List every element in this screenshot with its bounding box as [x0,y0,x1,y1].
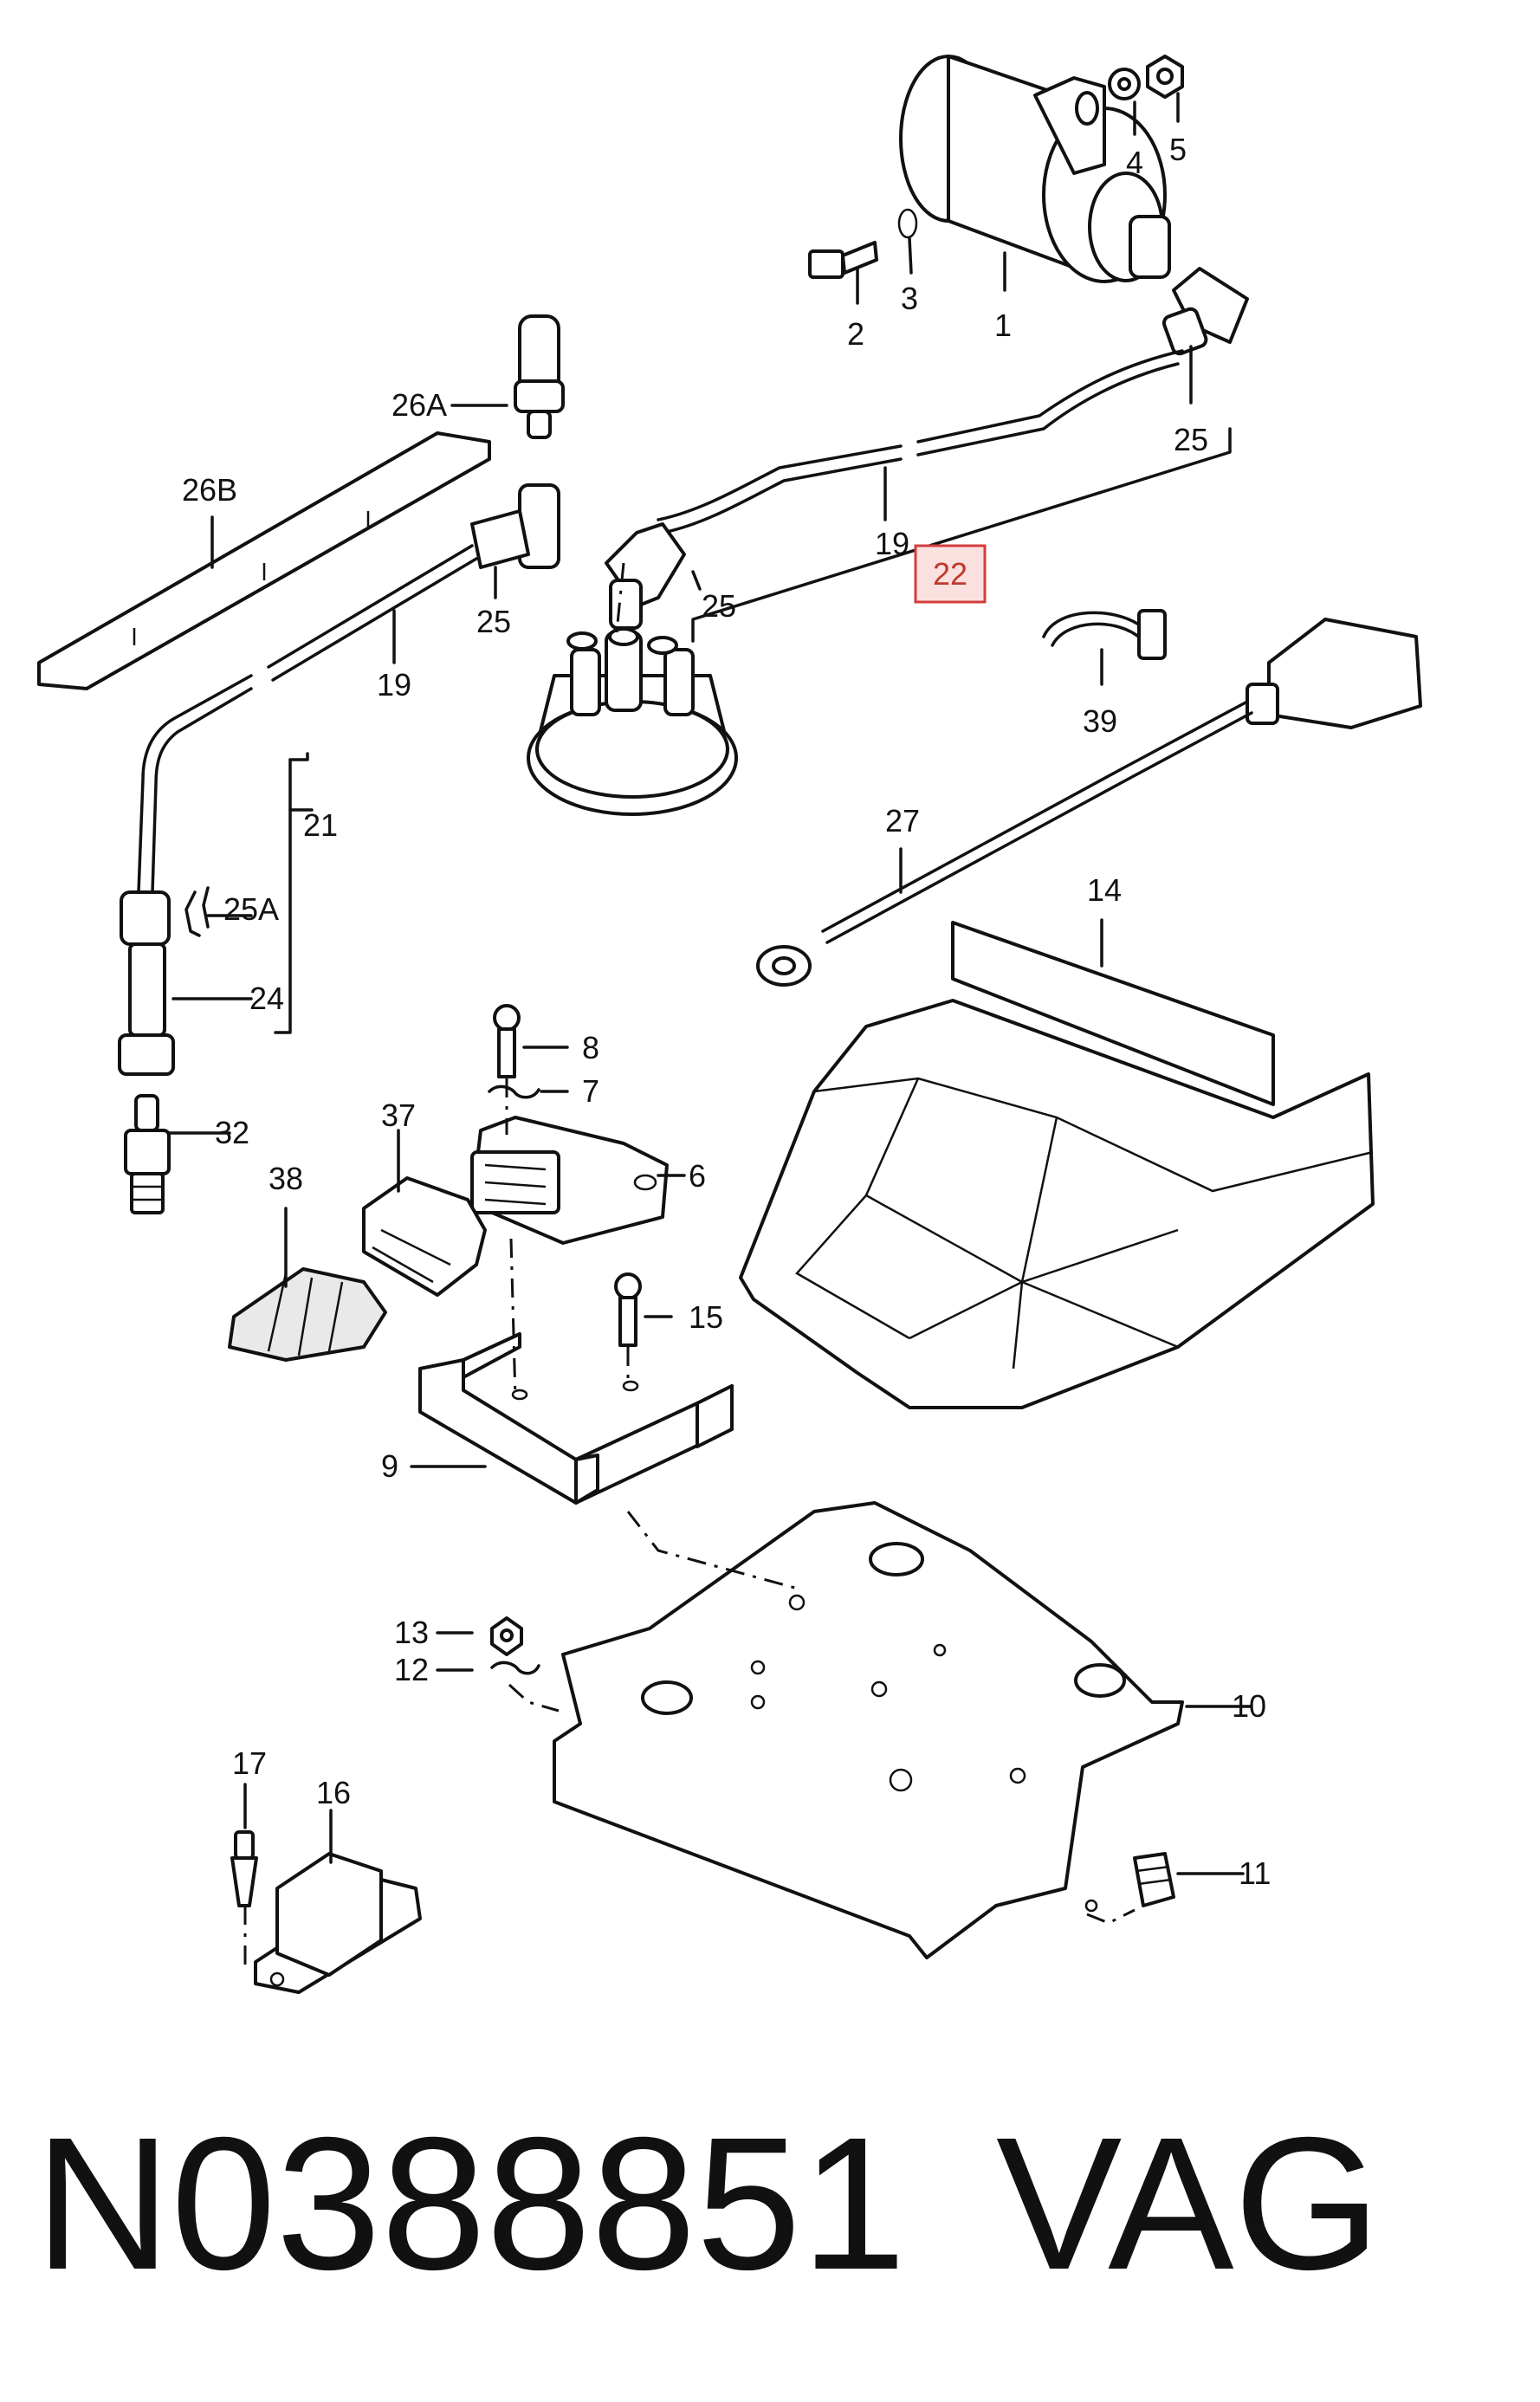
callout-2: 2 [847,316,864,352]
spark-plug-connector-left [470,483,560,569]
callout-7: 7 [582,1073,599,1109]
leader-lines [167,92,1253,1875]
callout-15: 15 [689,1299,723,1335]
washer-12 [490,1661,540,1675]
hex-nut-13 [490,1616,523,1656]
callout-12: 12 [394,1652,429,1687]
callout-11: 11 [1239,1855,1271,1891]
callout-4: 4 [1126,145,1143,180]
callout-5: 5 [1169,132,1187,167]
mounting-plate [553,1501,1184,1959]
mounting-bracket [418,1332,734,1505]
callout-9: 9 [381,1448,398,1484]
washer-7 [488,1084,540,1099]
callout-25a: 25A [223,891,279,927]
ignition-lead-center [657,349,1184,534]
screw-15 [614,1272,642,1347]
oxygen-sensor [118,890,175,1076]
ignition-coil [899,55,1171,283]
callout-16: 16 [316,1775,351,1810]
callout-25-center: 25 [702,588,736,624]
callout-6: 6 [689,1158,706,1194]
callout-19-left: 19 [377,667,411,702]
callout-14: 14 [1087,872,1122,908]
callout-21: 21 [303,807,338,843]
callout-10: 10 [1232,1688,1266,1724]
callout-labels: 1 2 3 4 5 25 19 25 26A 26B 25 19 21 25A … [182,132,1271,1891]
cable-strap [1042,609,1167,660]
callout-13: 13 [394,1615,429,1650]
callout-38: 38 [269,1161,303,1196]
ignition-control-unit [470,1116,669,1245]
washer [1108,68,1141,100]
callout-32: 32 [215,1115,249,1150]
callout-24: 24 [249,981,284,1016]
callout-26a: 26A [391,387,447,423]
spark-plug [124,1094,171,1214]
callout-3: 3 [901,281,918,316]
highlighted-callout-22[interactable]: 22 [914,544,987,604]
callout-8: 8 [582,1030,599,1065]
rubber-boot [228,1267,387,1362]
spring-washer [897,208,918,239]
callout-37: 37 [381,1097,416,1133]
brand-name: VAG [996,2099,1381,2309]
relay-plate [254,1852,422,1994]
protective-sleeve [37,431,491,690]
assembly-lines [243,562,1136,1966]
callout-39: 39 [1083,703,1117,739]
bolt [808,241,878,279]
pin-17 [230,1830,258,1907]
callout-25-left: 25 [476,604,511,639]
hex-nut [1146,55,1184,99]
distributor-cap [527,627,738,816]
part-number: N0388851 [35,2099,907,2309]
screw-8 [493,1004,521,1078]
callout-22[interactable]: 22 [933,556,967,592]
ignition-lead-left [137,544,478,894]
plug-connector-26a [514,314,565,439]
clip-11 [1133,1852,1175,1907]
cable-clip [184,886,210,937]
parts-diagram: 1 2 3 4 5 25 19 25 26A 26B 25 19 21 25A … [37,55,1422,1994]
callout-27: 27 [885,803,920,838]
callout-19-center: 19 [875,526,909,561]
callout-17: 17 [232,1745,267,1781]
coil-lead-connector [1161,267,1249,356]
cover-tray [739,921,1375,1409]
callout-1: 1 [994,308,1012,343]
callout-26b: 26B [182,472,237,508]
connector-37 [362,1176,487,1297]
footer: N0388851 VAG [35,2101,1507,2326]
sensor-lead [756,618,1422,987]
callout-25-top: 25 [1174,422,1208,457]
